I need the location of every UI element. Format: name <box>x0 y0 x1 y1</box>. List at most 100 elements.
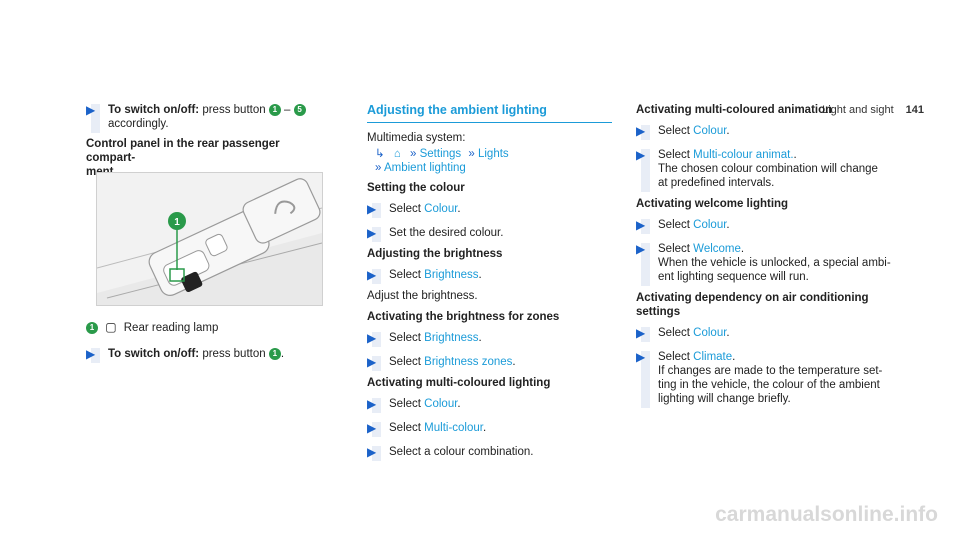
step-text: Select Colour. <box>658 327 730 339</box>
step-text: Select Multi-colour. <box>389 422 487 434</box>
play-arrow-icon: ▶ <box>636 326 646 340</box>
step-bar <box>641 125 650 140</box>
step-bar <box>641 149 650 192</box>
step-select-colour-4: ▶ Select Colour. <box>636 218 896 234</box>
callout-1-icon: 1 <box>268 104 281 116</box>
play-arrow-icon: ▶ <box>636 218 646 232</box>
step-text: Select Welcome.When the vehicle is unloc… <box>658 243 891 283</box>
step-text: Select Colour. <box>658 219 730 231</box>
play-arrow-icon: ▶ <box>367 202 377 216</box>
step-text: Select Climate.If changes are made to th… <box>658 351 883 405</box>
step-text: Set the desired colour. <box>389 227 504 239</box>
step-text: Select Colour. <box>389 398 461 410</box>
step-select-animation: ▶ Select Multi-colour animat..The chosen… <box>636 148 896 192</box>
heading-animation: Activating multi-coloured animation <box>636 104 833 116</box>
step-bar <box>372 398 381 413</box>
play-arrow-icon: ▶ <box>636 242 646 256</box>
column-right: Activating multi-coloured animation ▶ Se… <box>636 103 896 408</box>
callout-1-icon: 1 <box>86 322 98 334</box>
home-icon: ⌂ <box>393 148 401 160</box>
nav-settings: Settings <box>419 148 462 160</box>
legend-item: 1 ▢ Rear reading lamp <box>86 320 331 335</box>
play-arrow-icon: ▶ <box>367 331 377 345</box>
adjust-brightness-text: Adjust the brightness. <box>367 290 478 302</box>
step-select-colour: ▶ Select Colour. <box>367 202 612 218</box>
play-arrow-icon: ▶ <box>367 268 377 282</box>
page-number: 141 <box>905 104 924 116</box>
heading-welcome: Activating welcome lighting <box>636 198 789 210</box>
heading-multi: Activating multi-coloured lighting <box>367 377 551 389</box>
double-chevron-icon: » <box>410 148 417 160</box>
step-text: Select Brightness zones. <box>389 356 516 368</box>
step-bar <box>372 227 381 242</box>
step-text: To switch on/off: press button 1. <box>108 348 285 360</box>
reading-lamp-icon: ▢ <box>105 320 117 334</box>
heading-brightness: Adjusting the brightness <box>367 248 503 260</box>
play-arrow-icon: ▶ <box>367 226 377 240</box>
callout-5-icon: 5 <box>293 104 306 116</box>
step-select-welcome: ▶ Select Welcome.When the vehicle is unl… <box>636 242 896 286</box>
return-arrow-icon: ↳ <box>375 148 385 160</box>
play-arrow-icon: ▶ <box>636 148 646 162</box>
play-arrow-icon: ▶ <box>367 355 377 369</box>
step-bar <box>641 219 650 234</box>
step-text: Select a colour combination. <box>389 446 534 458</box>
step-bar <box>372 422 381 437</box>
play-arrow-icon: ▶ <box>86 347 96 361</box>
legend-label: Rear reading lamp <box>123 322 219 334</box>
step-select-colour-2: ▶ Select Colour. <box>367 397 612 413</box>
nav-ambient-lighting: Ambient lighting <box>383 162 466 174</box>
svg-text:1: 1 <box>174 217 180 228</box>
play-arrow-icon: ▶ <box>636 350 646 364</box>
double-chevron-icon: » <box>468 148 475 160</box>
play-arrow-icon: ▶ <box>86 103 96 117</box>
column-middle: Adjusting the ambient lighting Multimedi… <box>367 103 612 461</box>
step-select-brightness-2: ▶ Select Brightness. <box>367 331 612 347</box>
step-select-multi: ▶ Select Multi-colour. <box>367 421 612 437</box>
nav-lights: Lights <box>477 148 509 160</box>
nav-path: ↳ ⌂ » Settings » Lights » Ambient lighti… <box>367 147 612 175</box>
double-chevron-icon: » <box>375 162 382 174</box>
play-arrow-icon: ▶ <box>367 421 377 435</box>
step-select-brightness: ▶ Select Brightness. <box>367 268 612 284</box>
section-title-ambient: Adjusting the ambient lighting <box>367 103 612 123</box>
play-arrow-icon: ▶ <box>367 445 377 459</box>
heading-air-conditioning: Activating dependency on air conditionin… <box>636 292 869 318</box>
step-text: Select Colour. <box>658 125 730 137</box>
callout-1-icon: 1 <box>268 348 281 360</box>
play-arrow-icon: ▶ <box>636 124 646 138</box>
column-left-lower: 1 ▢ Rear reading lamp ▶ To switch on/off… <box>86 320 331 363</box>
step-bar <box>372 203 381 218</box>
step-bar <box>91 104 100 133</box>
step-text: Select Brightness. <box>389 269 482 281</box>
step-bar <box>372 356 381 371</box>
step-bar <box>372 269 381 284</box>
step-select-colour-5: ▶ Select Colour. <box>636 326 896 342</box>
step-text: Select Multi-colour animat..The chosen c… <box>658 149 878 189</box>
step-bar <box>641 327 650 342</box>
step-text: Select Colour. <box>389 203 461 215</box>
step-select-zones: ▶ Select Brightness zones. <box>367 355 612 371</box>
step-select-colour-3: ▶ Select Colour. <box>636 124 896 140</box>
step-switch-one: ▶ To switch on/off: press button 1. <box>86 347 331 363</box>
heading-zones: Activating the brightness for zones <box>367 311 560 323</box>
step-bar <box>641 351 650 408</box>
rear-control-panel-image: 1 <box>96 172 323 306</box>
multimedia-label: Multimedia system: <box>367 132 466 144</box>
step-bar <box>372 446 381 461</box>
step-select-climate: ▶ Select Climate.If changes are made to … <box>636 350 896 408</box>
control-panel-illustration: 1 <box>96 173 323 305</box>
step-bar <box>372 332 381 347</box>
step-combo: ▶ Select a colour combination. <box>367 445 612 461</box>
step-bar <box>91 348 100 363</box>
watermark: carmanualsonline.info <box>715 503 938 526</box>
step-bar <box>641 243 650 286</box>
heading-colour: Setting the colour <box>367 182 465 194</box>
play-arrow-icon: ▶ <box>367 397 377 411</box>
step-set-colour: ▶ Set the desired colour. <box>367 226 612 242</box>
step-text: Select Brightness. <box>389 332 482 344</box>
